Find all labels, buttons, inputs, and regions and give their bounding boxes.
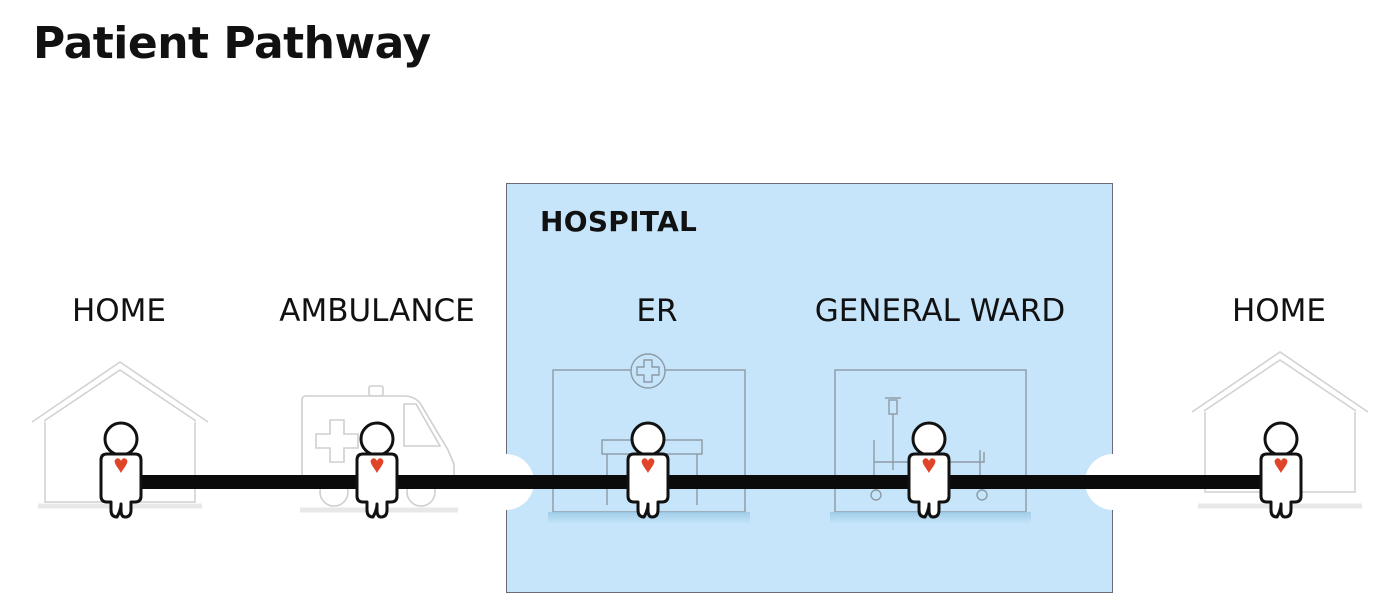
- heart-icon: [370, 458, 384, 473]
- pathway-line: [130, 475, 1282, 489]
- patient-figure: [1259, 421, 1303, 519]
- hospital-label: HOSPITAL: [540, 205, 698, 238]
- hospital-area: [506, 183, 1113, 593]
- heart-icon: [922, 458, 936, 473]
- stage-label-ambulance: AMBULANCE: [279, 293, 475, 329]
- patient-figure: [907, 421, 951, 519]
- heart-icon: [641, 458, 655, 473]
- heart-icon: [114, 458, 128, 473]
- stage-label-general-ward: GENERAL WARD: [814, 293, 1066, 329]
- page-title: Patient Pathway: [33, 18, 431, 69]
- stage-label-home-end: HOME: [1231, 293, 1327, 329]
- patient-figure: [99, 421, 143, 519]
- patient-figure: [355, 421, 399, 519]
- heart-icon: [1274, 458, 1288, 473]
- patient-figure: [626, 421, 670, 519]
- emergency-room-icon: [548, 353, 750, 524]
- stage-label-home-start: HOME: [71, 293, 167, 329]
- stage-label-er: ER: [636, 293, 678, 329]
